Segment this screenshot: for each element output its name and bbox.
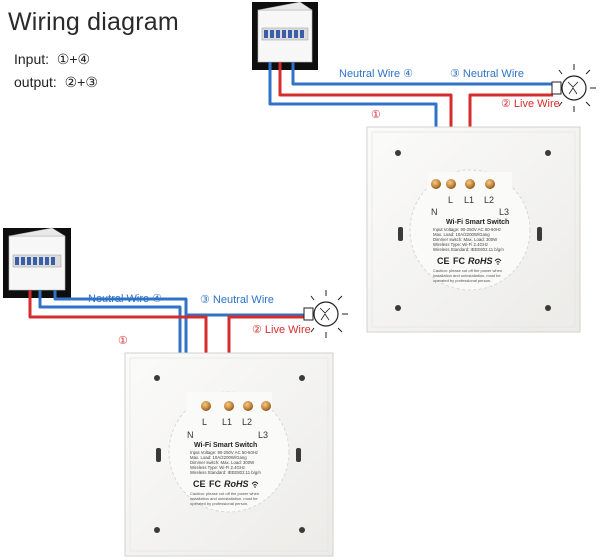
output-value: ②+③	[64, 74, 98, 90]
rohs-mark: RoHS	[224, 479, 249, 489]
input-value: ①+④	[56, 51, 91, 67]
spec-line: Max. Load: 10A/2200W/Gang	[433, 232, 490, 237]
input-label: Input:	[14, 51, 50, 67]
terminal-l3-top: L3	[499, 207, 509, 217]
switch-label-bottom: Wi-Fi Smart Switch Input Voltage: 90-250…	[190, 442, 261, 506]
caution-line: operated by professional person.	[433, 278, 491, 283]
input-legend: Input: ①+④	[14, 51, 90, 68]
rohs-mark: RoHS	[468, 256, 493, 266]
neutral-wire-3-label-bottom: ③ Neutral Wire	[200, 294, 274, 306]
terminals-bottom: N L L1 L2 L3	[187, 401, 271, 440]
live-wire-label-top: ② Live Wire	[501, 98, 560, 110]
caution-line: Caution: please cut off the power when	[190, 491, 259, 496]
breaker-box-icon	[252, 1, 318, 70]
breaker-box-icon	[3, 227, 71, 298]
spec-line: Dimmer switch: Max. Load: 300W	[190, 460, 255, 465]
output-label: output:	[14, 74, 57, 90]
light-bulb-icon	[303, 290, 348, 338]
diagram-top: Neutral Wire ④ ③ Neutral Wire ② Live Wir…	[252, 1, 596, 333]
terminal-l-bottom: L	[202, 417, 207, 427]
spec-line: Input Voltage: 90-250V AC 50-60Hz	[433, 227, 501, 232]
switch-plate-top	[366, 126, 581, 333]
terminal-n-top: N	[431, 207, 438, 217]
terminal-n-bottom: N	[187, 430, 194, 440]
terminals-top: N L L1 L2 L3	[431, 179, 509, 217]
page-title: Wiring diagram	[8, 8, 179, 36]
spec-line: Wireless Type: Wi-Fi 2.4GHz	[433, 242, 488, 247]
wifi-icon	[494, 258, 502, 263]
terminal-l1-bottom: L1	[222, 417, 232, 427]
spec-line: Wireless Type: Wi-Fi 2.4GHz	[190, 465, 245, 470]
terminal-l3-bottom: L3	[258, 430, 268, 440]
wifi-icon	[251, 481, 259, 486]
spec-line: Max. Load: 10A/2200W/Gang	[190, 455, 247, 460]
spec-line: Wireless Standard: IEEE802.11 b/g/n	[190, 470, 261, 475]
caution-line: Caution: please cut off the power when	[433, 268, 502, 273]
switch-label-top: Wi-Fi Smart Switch Input Voltage: 90-250…	[433, 219, 509, 283]
terminal-l2-top: L2	[484, 195, 494, 205]
neutral-wire-3-label-top: ③ Neutral Wire	[450, 68, 524, 80]
switch-plate-bottom	[124, 352, 334, 557]
neutral-wire-4-label-bottom: Neutral Wire ④	[88, 293, 162, 305]
brand-bottom: Wi-Fi Smart Switch	[194, 442, 257, 449]
light-bulb-icon	[551, 64, 596, 112]
spec-line: Input Voltage: 90-250V AC 50-60Hz	[190, 450, 258, 455]
ce-mark: CE	[437, 256, 450, 266]
caution-line: installation and uninstallation, must be	[190, 496, 258, 501]
terminal-l2-bottom: L2	[242, 417, 252, 427]
terminal-l1-top: L1	[464, 195, 474, 205]
marker-1-top: ①	[371, 109, 381, 121]
caution-line: installation and uninstallation, must be	[433, 273, 501, 278]
output-legend: output: ②+③	[14, 74, 98, 91]
caution-line: operated by professional person.	[190, 501, 248, 506]
live-wire-label-bottom: ② Live Wire	[252, 324, 311, 336]
ce-mark: CE	[193, 479, 206, 489]
diagram-bottom: Neutral Wire ④ ③ Neutral Wire ② Live Wir…	[3, 227, 348, 557]
spec-line: Wireless Standard: IEEE802.11 b/g/n	[433, 247, 504, 252]
neutral-wire-4-label-top: Neutral Wire ④	[339, 68, 413, 80]
fc-mark: FC	[453, 256, 465, 266]
fc-mark: FC	[209, 479, 221, 489]
brand-top: Wi-Fi Smart Switch	[446, 219, 509, 226]
spec-line: Dimmer switch: Max. Load: 300W	[433, 237, 498, 242]
marker-1-bottom: ①	[118, 335, 128, 347]
terminal-l-top: L	[448, 195, 453, 205]
neutral-wire-3-top	[291, 62, 553, 86]
